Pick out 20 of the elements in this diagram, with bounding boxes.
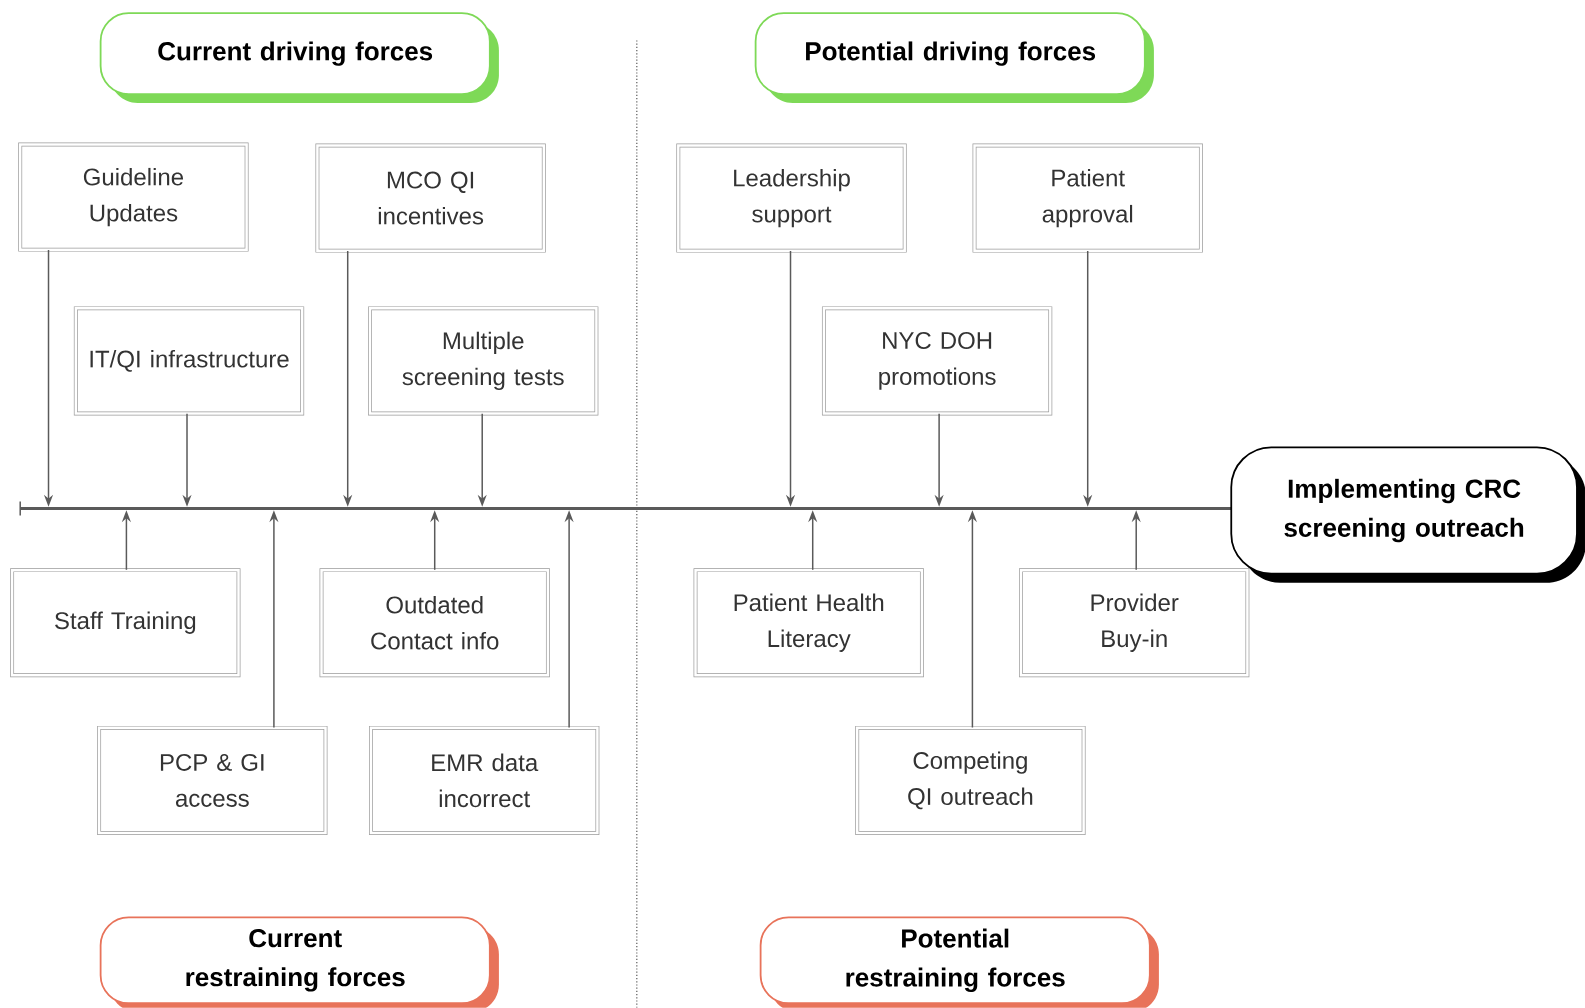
force-box: Patient Health Literacy [693, 568, 924, 678]
force-box: PCP & GI access [97, 726, 328, 835]
force-box: Guideline Updates [18, 142, 249, 252]
outcome-box: Implementing CRC screening outreach [1230, 446, 1585, 583]
force-box: Staff Training [10, 568, 241, 678]
force-box: Outdated Contact info [319, 568, 550, 678]
force-box: Patient approval [972, 143, 1203, 253]
heading-box: Potential driving forces [754, 12, 1154, 104]
force-box: MCO QI incentives [315, 143, 546, 253]
force-box: Leadership support [676, 143, 907, 253]
force-box: Multiple screening tests [368, 306, 599, 416]
heading-box: Potential restraining forces [759, 916, 1159, 1008]
force-box: Competing QI outreach [855, 726, 1086, 835]
force-box: NYC DOH promotions [821, 306, 1053, 416]
force-box: EMR data incorrect [369, 726, 600, 835]
heading-box: Current driving forces [99, 12, 499, 104]
spine-line [19, 500, 1232, 517]
force-box: IT/QI infrastructure [73, 306, 305, 416]
force-box: Provider Buy-in [1019, 568, 1250, 678]
heading-box: Current restraining forces [99, 916, 499, 1008]
